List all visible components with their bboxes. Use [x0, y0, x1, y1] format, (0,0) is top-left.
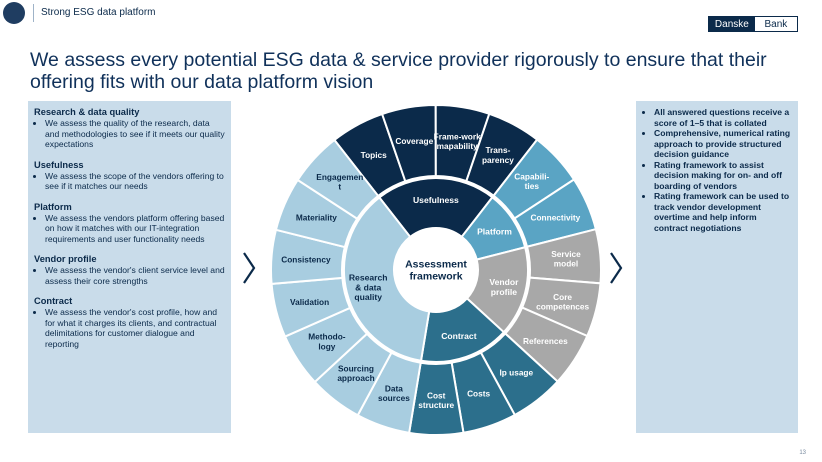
inner-label-usefulness: Usefulness	[413, 195, 459, 205]
outer-label-validation: Validation	[290, 297, 329, 307]
outer-label-ip-usage: Ip usage	[499, 368, 533, 378]
header-title: Strong ESG data platform	[41, 7, 156, 18]
page-number: 13	[799, 450, 806, 456]
outer-label-coverage: Coverage	[395, 136, 433, 146]
section-title: Research & data quality	[34, 107, 140, 117]
rating-bullet: Rating framework can be used to track ve…	[654, 191, 792, 233]
page-title: We assess every potential ESG data & ser…	[30, 49, 767, 93]
rating-panel: All answered questions receive a score o…	[636, 101, 798, 433]
section-title: Vendor profile	[34, 254, 97, 264]
section-platform: Platform We assess the vendors platform …	[34, 202, 225, 245]
section-contract: Contract We assess the vendor's cost pro…	[34, 296, 225, 349]
section-research: Research & data quality We assess the qu…	[34, 107, 225, 150]
rating-bullet: All answered questions receive a score o…	[654, 107, 792, 128]
section-bullet: We assess the vendor's client service le…	[45, 265, 225, 286]
header-divider	[33, 4, 34, 22]
chevron-right-icon	[610, 252, 623, 284]
logo-left: Danske	[709, 17, 755, 31]
outer-label-topics: Topics	[361, 150, 388, 160]
danske-bank-logo: Danske Bank	[708, 16, 798, 32]
brand-icon	[3, 2, 25, 24]
outer-label-connectivity: Connectivity	[531, 212, 581, 222]
outer-label-consistency: Consistency	[281, 254, 331, 264]
section-title: Contract	[34, 296, 73, 306]
section-bullet: We assess the vendor's cost profile, how…	[45, 307, 225, 349]
inner-label-platform: Platform	[477, 227, 512, 237]
center-circle	[394, 228, 478, 312]
chevron-right-icon	[243, 252, 256, 284]
outer-label-methodo-logy: Methodo-logy	[308, 332, 346, 352]
outer-segment-engagement	[296, 138, 380, 221]
inner-label-contract: Contract	[441, 331, 476, 341]
criteria-panel: Research & data quality We assess the qu…	[28, 101, 231, 433]
section-bullet: We assess the vendors platform offering …	[45, 213, 225, 245]
outer-label-references: References	[523, 336, 568, 346]
section-title: Platform	[34, 201, 72, 212]
outer-label-trans-parency: Trans-parency	[482, 145, 514, 165]
section-bullet: We assess the scope of the vendors offer…	[45, 171, 225, 192]
section-bullet: We assess the quality of the research, d…	[45, 118, 225, 150]
section-title: Usefulness	[34, 159, 84, 170]
rating-bullet: Rating framework to assist decision maki…	[654, 160, 792, 192]
section-usefulness: Usefulness We assess the scope of the ve…	[34, 160, 225, 192]
outer-label-costs: Costs	[467, 388, 490, 398]
rating-bullet: Comprehensive, numerical rating approach…	[654, 128, 792, 160]
section-vendor-profile: Vendor profile We assess the vendor's cl…	[34, 254, 225, 286]
logo-right: Bank	[764, 18, 788, 30]
outer-label-capabili-ties: Capabili-ties	[514, 172, 549, 192]
outer-label-materiality: Materiality	[296, 213, 337, 223]
